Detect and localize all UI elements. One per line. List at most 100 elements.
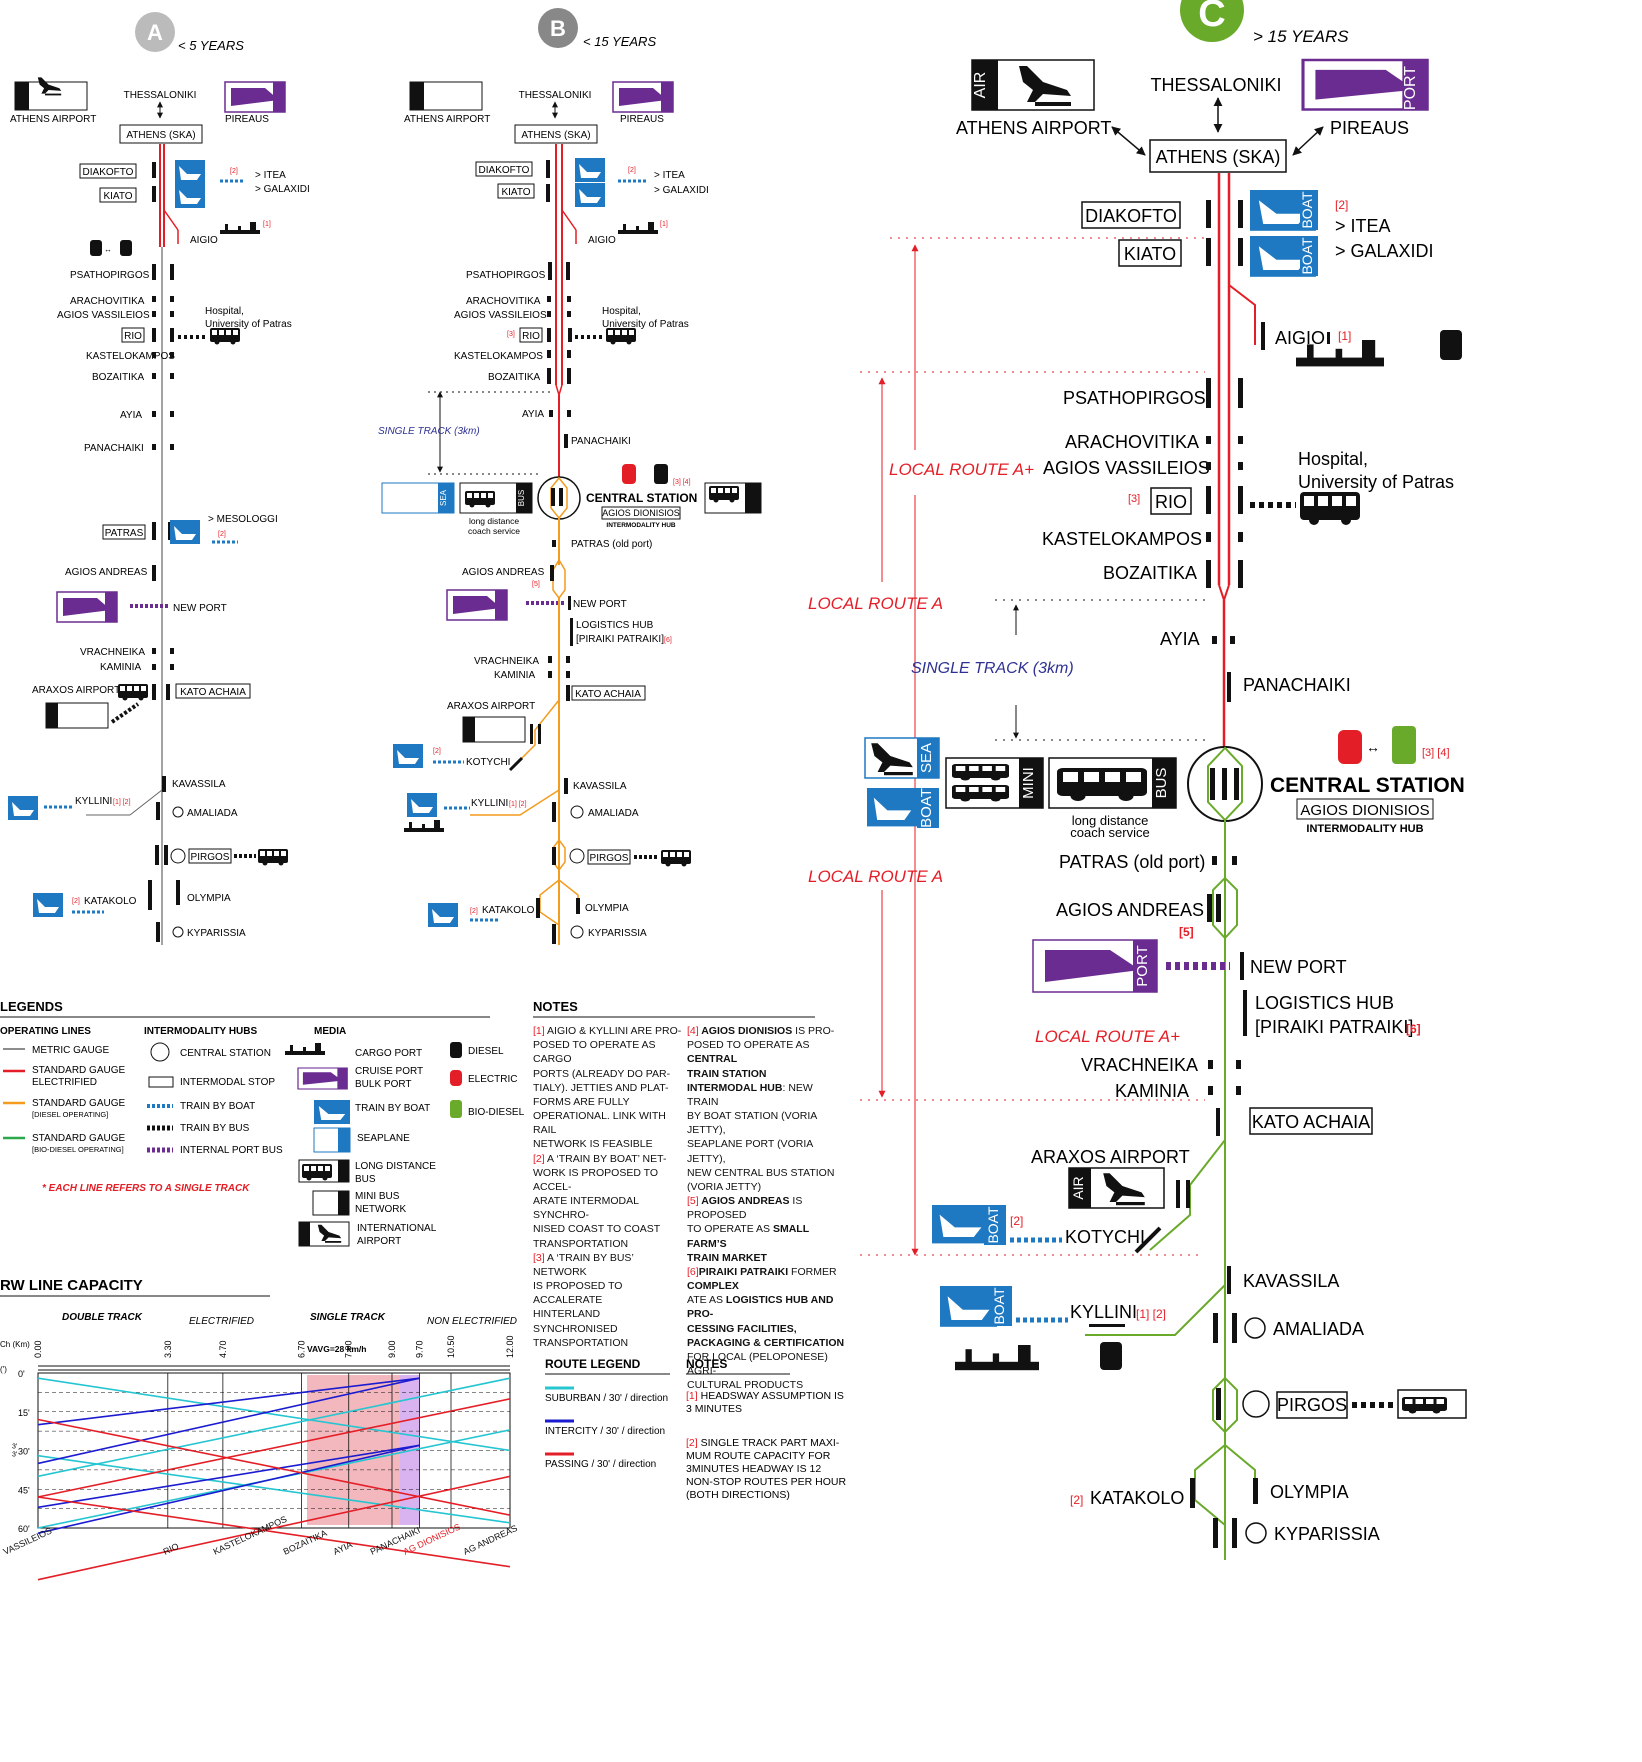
note-line: NETWORK IS FEASIBLE bbox=[533, 1138, 653, 1151]
svg-text:C: C bbox=[1198, 0, 1225, 35]
bottom-station-label: AYIA bbox=[332, 1539, 354, 1556]
svg-text:PORT: PORT bbox=[1402, 66, 1419, 110]
svg-text:[PIRAIKI PATRAIKI]: [PIRAIKI PATRAIKI] bbox=[1255, 1017, 1413, 1037]
note-line: TIALY). JETTIES AND PLAT- bbox=[533, 1081, 669, 1094]
svg-text:[2]: [2] bbox=[1335, 198, 1348, 212]
svg-text:RIO: RIO bbox=[1155, 492, 1187, 512]
svg-text:SINGLE TRACK (3km): SINGLE TRACK (3km) bbox=[911, 660, 1074, 677]
svg-text:PIREAUS: PIREAUS bbox=[620, 114, 664, 125]
svg-text:AIRPORT: AIRPORT bbox=[357, 1236, 401, 1247]
svg-text:ATHENS AIRPORT: ATHENS AIRPORT bbox=[956, 118, 1111, 138]
svg-text:LEGENDS: LEGENDS bbox=[0, 999, 63, 1014]
phase-a-badge bbox=[135, 12, 175, 52]
svg-text:NEW PORT: NEW PORT bbox=[1250, 957, 1347, 977]
svg-text:OLYMPIA: OLYMPIA bbox=[1270, 1482, 1349, 1502]
svg-text:[5]: [5] bbox=[1179, 925, 1194, 939]
note-line: COMPLEX bbox=[687, 1280, 739, 1293]
svg-text:Hospital,: Hospital, bbox=[205, 306, 244, 317]
svg-text:VAVG=28 km/h: VAVG=28 km/h bbox=[307, 1344, 366, 1354]
note-line: [5] AGIOS ANDREAS IS PROPOSED bbox=[687, 1195, 803, 1222]
svg-text:[6]: [6] bbox=[1406, 1022, 1421, 1036]
route-legend-label: PASSING / 30' / direction bbox=[545, 1459, 656, 1470]
svg-text:> ITEA: > ITEA bbox=[1335, 216, 1391, 236]
svg-text:NEW PORT: NEW PORT bbox=[173, 603, 227, 614]
svg-text:University of Patras: University of Patras bbox=[1298, 472, 1454, 492]
note-line: ATE AS LOGISTICS HUB AND PRO- bbox=[687, 1294, 834, 1321]
svg-text:KIATO: KIATO bbox=[501, 187, 530, 198]
svg-text:[2]: [2] bbox=[470, 908, 478, 915]
svg-text:> ITEA: > ITEA bbox=[255, 170, 286, 181]
svg-text:PSATHOPIRGOS: PSATHOPIRGOS bbox=[70, 270, 150, 281]
svg-text:BOZAITIKA: BOZAITIKA bbox=[92, 372, 145, 383]
svg-text:OLYMPIA: OLYMPIA bbox=[187, 893, 231, 904]
svg-text:> MESOLOGGI: > MESOLOGGI bbox=[208, 514, 278, 525]
svg-text:↔: ↔ bbox=[104, 245, 112, 254]
svg-text:MEDIA: MEDIA bbox=[314, 1026, 346, 1037]
note-line: TO OPERATE AS SMALL FARM’S bbox=[687, 1223, 809, 1250]
svg-text:PATRAS (old port): PATRAS (old port) bbox=[571, 539, 652, 550]
svg-text:coach service: coach service bbox=[468, 526, 520, 536]
svg-text:[2]: [2] bbox=[433, 748, 441, 755]
svg-text:METRIC GAUGE: METRIC GAUGE bbox=[32, 1045, 110, 1056]
svg-text:Hospital,: Hospital, bbox=[602, 306, 641, 317]
svg-text:(BOTH DIRECTIONS): (BOTH DIRECTIONS) bbox=[686, 1489, 790, 1501]
svg-text:KAMINIA: KAMINIA bbox=[100, 662, 141, 673]
bottom-station-label: BOZAITIKA bbox=[282, 1528, 329, 1557]
svg-text:BOZAITIKA: BOZAITIKA bbox=[488, 372, 541, 383]
svg-text:[PIRAIKI PATRAIKI]: [PIRAIKI PATRAIKI] bbox=[576, 634, 664, 645]
svg-text:NON-STOP ROUTES PER HOUR: NON-STOP ROUTES PER HOUR bbox=[686, 1476, 846, 1488]
phase-b: B < 15 YEARS ATHENS AIRPORT THESSALONIKI… bbox=[378, 8, 762, 945]
train-path bbox=[37, 1377, 511, 1478]
note-line: IS PROPOSED TO ACCALERATE bbox=[533, 1280, 623, 1307]
svg-text:SEAPLANE: SEAPLANE bbox=[357, 1133, 410, 1144]
notes-column-1: [1] AIGIO & KYLLINI ARE PRO-POSED TO OPE… bbox=[533, 1024, 683, 1350]
svg-text:KAMINIA: KAMINIA bbox=[494, 670, 535, 681]
train-path bbox=[37, 1444, 420, 1509]
note-line: TRANSPORTATION bbox=[533, 1237, 629, 1250]
train-path bbox=[37, 1398, 511, 1498]
svg-text:MUM ROUTE CAPACITY FOR: MUM ROUTE CAPACITY FOR bbox=[686, 1450, 831, 1462]
svg-text:VRACHNEIKA: VRACHNEIKA bbox=[80, 647, 145, 658]
svg-text:coach service: coach service bbox=[1070, 825, 1149, 840]
svg-text:BOAT: BOAT bbox=[985, 1206, 1001, 1244]
note-line: POSED TO OPERATE AS CENTRAL bbox=[687, 1039, 810, 1066]
svg-text:PORT: PORT bbox=[1134, 945, 1151, 986]
note-line: CULTURAL PRODUCTS bbox=[687, 1379, 804, 1392]
km-tick-label: 9.70 bbox=[415, 1340, 425, 1358]
svg-text:PANACHAIKI: PANACHAIKI bbox=[571, 436, 631, 447]
note-line: FOR LOCAL (PELOPONESE) AGRI- bbox=[687, 1350, 828, 1378]
svg-text:KOTYCHI: KOTYCHI bbox=[1065, 1227, 1145, 1247]
svg-text:PATRAS: PATRAS bbox=[105, 528, 144, 539]
svg-text:ROUTE LEGEND: ROUTE LEGEND bbox=[545, 1357, 641, 1371]
svg-text:[2] SINGLE TRACK PART MAXI-: [2] SINGLE TRACK PART MAXI- bbox=[686, 1437, 840, 1449]
svg-text:NEW PORT: NEW PORT bbox=[573, 599, 627, 610]
note-line: POSED TO OPERATE AS CARGO bbox=[533, 1039, 656, 1066]
svg-text:NETWORK: NETWORK bbox=[355, 1204, 406, 1215]
svg-text:[1]: [1] bbox=[660, 221, 668, 228]
train-path bbox=[37, 1496, 511, 1568]
note-line: ARATE INTERMODAL SYNCHRO- bbox=[533, 1195, 639, 1222]
train-path bbox=[37, 1377, 511, 1452]
km-tick-label: 9.00 bbox=[387, 1340, 397, 1358]
svg-text:AMALIADA: AMALIADA bbox=[588, 808, 639, 819]
svg-text:KASTELOKAMPOS: KASTELOKAMPOS bbox=[454, 351, 543, 362]
time-tick-label: 45' bbox=[18, 1485, 30, 1495]
note-line: HINTERLAND SYNCHRONISED bbox=[533, 1308, 618, 1335]
svg-text:KATO ACHAIA: KATO ACHAIA bbox=[1252, 1112, 1370, 1132]
svg-text:PIREAUS: PIREAUS bbox=[1330, 118, 1409, 138]
svg-text:INTERNATIONAL: INTERNATIONAL bbox=[357, 1223, 437, 1234]
svg-text:VRACHNEIKA: VRACHNEIKA bbox=[1081, 1055, 1198, 1075]
svg-text:ELECTRIFIED: ELECTRIFIED bbox=[189, 1316, 254, 1327]
svg-text:KYPARISSIA: KYPARISSIA bbox=[187, 928, 246, 939]
minor-time-label: 3' bbox=[12, 1452, 17, 1459]
svg-text:[3]: [3] bbox=[507, 331, 515, 338]
svg-text:[5]: [5] bbox=[532, 581, 540, 588]
km-tick-label: 3.30 bbox=[163, 1340, 173, 1358]
svg-text:NOTES: NOTES bbox=[686, 1357, 727, 1371]
train-path bbox=[37, 1454, 511, 1524]
phase-b-badge bbox=[538, 8, 578, 48]
svg-text:RIO: RIO bbox=[124, 331, 142, 342]
svg-text:AMALIADA: AMALIADA bbox=[187, 808, 238, 819]
svg-text:[3] [4]: [3] [4] bbox=[673, 479, 691, 486]
svg-text:AYIA: AYIA bbox=[120, 410, 142, 421]
